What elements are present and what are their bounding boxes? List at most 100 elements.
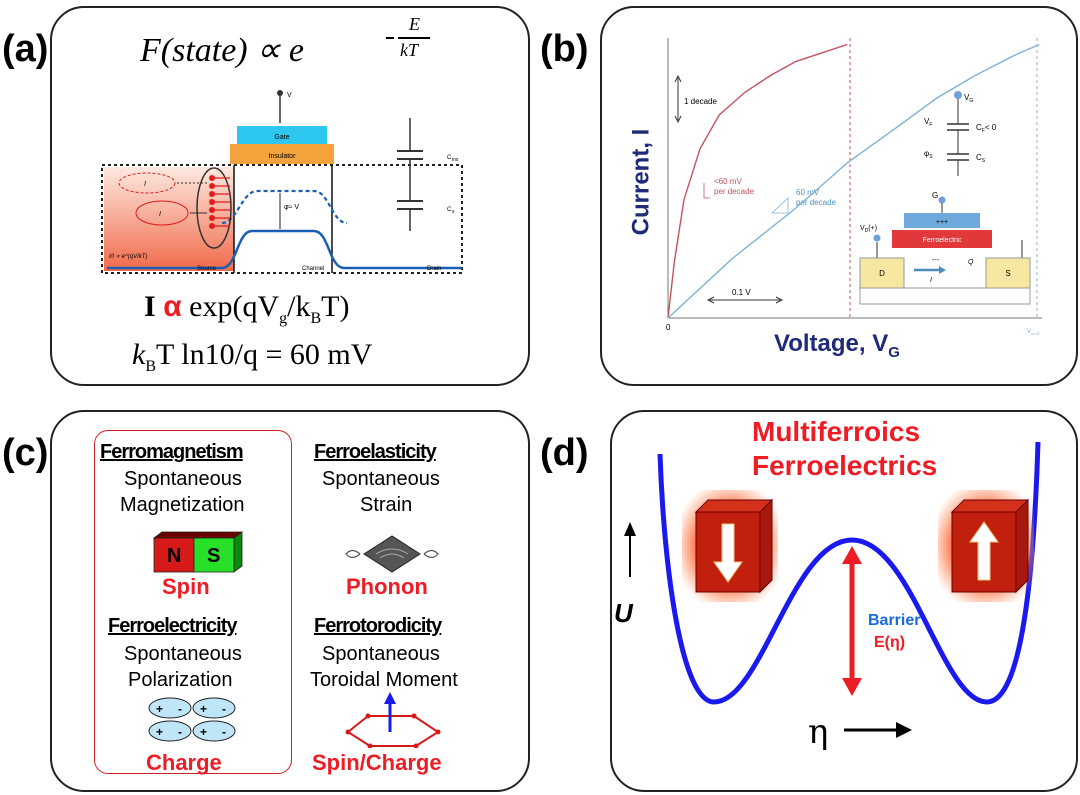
svg-text:G: G: [932, 191, 938, 200]
gate-block: [237, 126, 327, 144]
exponent-numerator: E: [409, 14, 420, 34]
insulator-block: [230, 144, 334, 164]
ferromagnetism-desc-2: Magnetization: [120, 494, 245, 516]
ferroelasticity-desc-2: Strain: [360, 494, 413, 516]
band-dashed: [221, 189, 348, 225]
svg-text:VD(+): VD(+): [860, 225, 877, 234]
svg-text:Insulator: Insulator: [269, 153, 297, 160]
spin-charge-label: Spin/Charge: [312, 750, 442, 775]
u-axis-label: U: [614, 598, 633, 628]
spin-label: Spin: [162, 574, 210, 599]
svg-text:0.1 V: 0.1 V: [732, 288, 751, 297]
energy-label: E(η): [874, 634, 906, 651]
vg-label: V: [287, 92, 292, 99]
exponent-minus: [386, 37, 394, 39]
iv-chart: 0 Von,D 1 decade 0.1 V <60 mV per decade…: [666, 38, 1042, 336]
svg-text:I: I: [144, 181, 146, 188]
strain-plate-icon: [345, 535, 439, 573]
phonon-label: Phonon: [346, 574, 428, 599]
svg-text:-: -: [222, 725, 226, 739]
band-solid: [107, 229, 462, 270]
svg-text:+: +: [200, 702, 207, 716]
von-label: Von,D: [1027, 329, 1040, 336]
dipole-icon: + - + - + - + -: [148, 697, 236, 742]
svg-text:Gate: Gate: [274, 134, 289, 141]
svg-text:---: ---: [932, 257, 940, 264]
svg-text:I: I: [159, 211, 161, 218]
svg-text:S: S: [1005, 269, 1010, 278]
svg-text:VG: VG: [964, 93, 973, 104]
svg-text:CS: CS: [976, 153, 986, 164]
svg-text:-: -: [178, 702, 182, 716]
svg-text:+: +: [156, 725, 163, 739]
ferroelectricity-desc-1: Spontaneous: [124, 643, 242, 665]
panel-label-c: (c): [2, 432, 49, 474]
ferromagnetism-desc-1: Spontaneous: [124, 468, 242, 490]
svg-text:I: I: [930, 277, 932, 284]
ferrotorodicity-desc-2: Toroidal Moment: [310, 669, 458, 691]
double-well-potential: [624, 441, 1041, 738]
ferromagnetism-ferroelectricity-box: [94, 430, 292, 774]
svg-text:1 decade: 1 decade: [684, 97, 717, 106]
origin-label: 0: [666, 323, 671, 332]
capacitor-circuit-inset: VG VF CF< 0 φS CS: [924, 91, 997, 176]
svg-text:φ≈ V: φ≈ V: [284, 204, 299, 211]
svg-text:Channel: Channel: [302, 266, 324, 272]
svg-text:Source: Source: [197, 266, 217, 272]
svg-text:Q: Q: [968, 259, 974, 266]
panel-c: Ferromagnetism Spontaneous Magnetization…: [50, 410, 530, 792]
ferrotorodicity-title: Ferrotorodicity: [314, 615, 442, 637]
svg-text:N: N: [167, 545, 181, 567]
bar-magnet-icon: N S: [152, 531, 244, 573]
boltzmann-equation: F(state) ∝ e: [140, 32, 305, 69]
ferromagnetism-title: Ferromagnetism: [100, 441, 244, 463]
svg-text:φS: φS: [924, 149, 933, 160]
eta-axis-label: η: [808, 712, 829, 752]
panel-b: Current, I Voltage, VG 0 Von,D 1 decade …: [600, 6, 1078, 386]
panel-label-a: (a): [2, 28, 49, 70]
toroidal-moment-icon: [345, 692, 441, 748]
ferroelasticity-title: Ferroelasticity: [314, 441, 437, 463]
potential-curve: [657, 441, 1041, 705]
series-line-1: [667, 43, 1040, 319]
svg-text:D: D: [879, 269, 885, 278]
svg-text:Drain: Drain: [427, 266, 441, 272]
charge-label: Charge: [146, 750, 222, 775]
svg-text:-: -: [178, 725, 182, 739]
svg-text:VF: VF: [924, 117, 932, 128]
exponent-denominator: kT: [400, 40, 418, 60]
svg-text:CF< 0: CF< 0: [976, 123, 997, 134]
x-axis-label: Voltage, VG: [774, 330, 900, 361]
svg-text:<60 mV: <60 mV: [714, 177, 742, 186]
svg-text:+: +: [156, 702, 163, 716]
svg-text:per decade: per decade: [796, 198, 837, 207]
svg-text:per decade: per decade: [714, 187, 755, 196]
svg-text:C: C: [447, 207, 452, 213]
svg-text:S: S: [207, 545, 220, 567]
multiferroics-title: Multiferroics: [752, 416, 921, 447]
svg-text:60 mV: 60 mV: [796, 188, 820, 197]
series-line-0: [667, 43, 848, 319]
thermal-limit-equation: kBT ln10/q = 60 mV: [132, 338, 373, 375]
ferroelasticity-desc-1: Spontaneous: [322, 468, 440, 490]
panel-label-b: (b): [540, 28, 589, 70]
ferroelectricity-desc-2: Polarization: [128, 669, 233, 691]
ferroelectricity-title: Ferroelectricity: [108, 615, 238, 637]
fefet-device-inset: G +++ Ferroelectric VD(+) D S --- Q I: [859, 191, 1031, 305]
ferroelectrics-title: Ferroelectrics: [752, 450, 938, 481]
barrier-label: Barrier: [868, 612, 921, 629]
ferrotorodicity-desc-1: Spontaneous: [322, 643, 440, 665]
svg-text:-: -: [222, 702, 226, 716]
svg-text:C: C: [447, 155, 452, 161]
svg-text:I/I ∝ e^(qV/kT): I/I ∝ e^(qV/kT): [109, 254, 147, 260]
svg-text:ins: ins: [452, 157, 459, 163]
svg-text:s: s: [452, 209, 455, 215]
mosfet-band-diagram: V Gate Insulator I I: [101, 90, 463, 274]
panel-d: Multiferroics Ferroelectrics U: [610, 410, 1078, 792]
panel-label-d: (d): [540, 432, 589, 474]
panel-a: F(state) ∝ e E kT V Gate Insulator: [50, 6, 530, 386]
svg-text:Ferroelectric: Ferroelectric: [923, 237, 962, 244]
exponent-bar: [398, 37, 430, 39]
svg-text:+++: +++: [936, 219, 948, 226]
svg-text:+: +: [200, 725, 207, 739]
